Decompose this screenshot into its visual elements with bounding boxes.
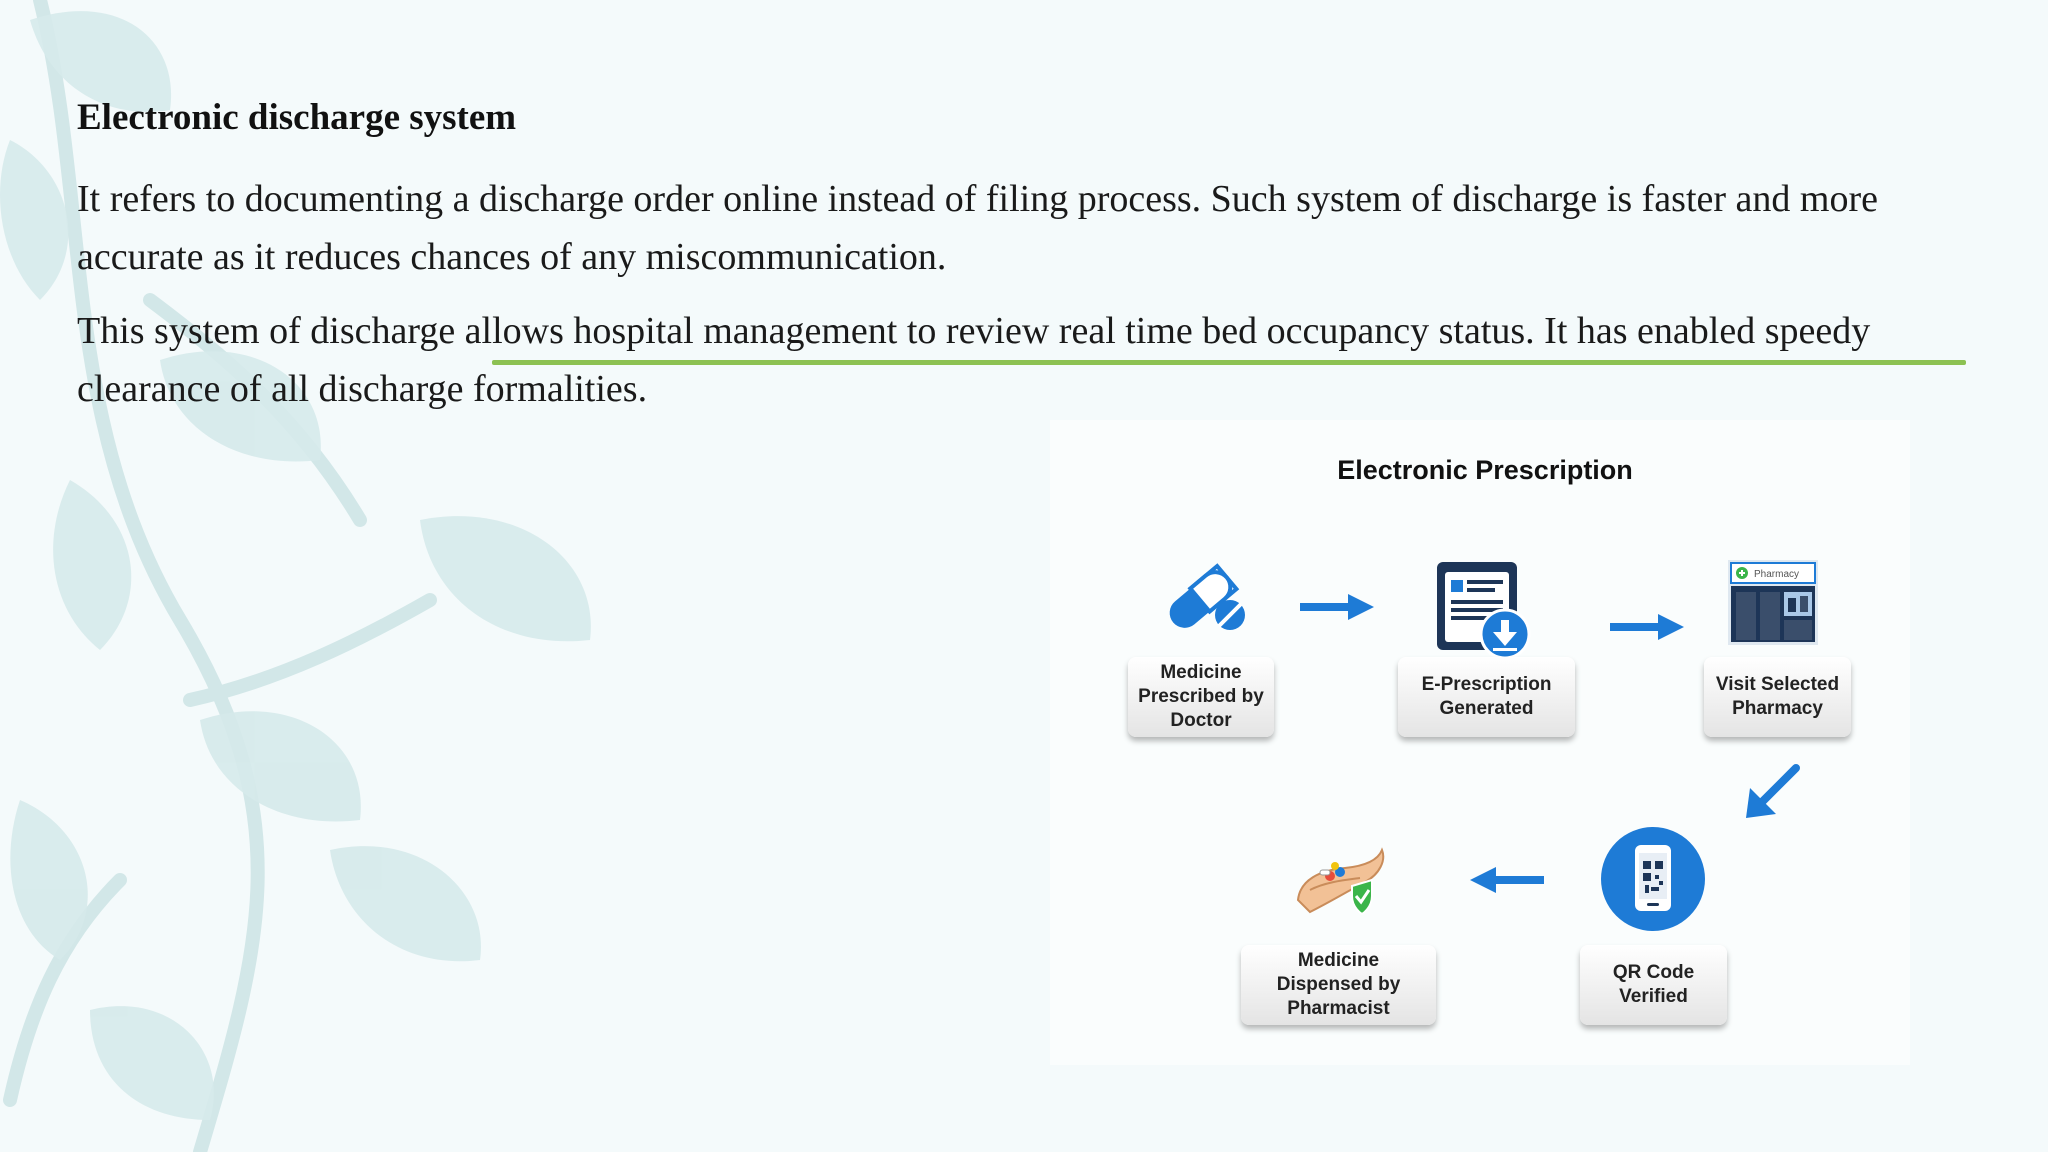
diagram-panel [1050,420,1910,1065]
leaf-background-decoration [0,0,591,1152]
step-medicine-prescribed: Medicine Prescribed by Doctor [1128,657,1274,737]
paragraph-benefits: This system of discharge allows hospital… [77,310,1871,410]
step-qr-code-verified: QR Code Verified [1580,945,1727,1025]
step-e-prescription-generated: E-Prescription Generated [1398,657,1575,737]
arrow-right-icon [1610,614,1684,640]
diagram-title: Electronic Prescription [1337,455,1633,485]
arrow-left-icon [1470,867,1544,893]
pill-icon [1169,563,1245,630]
arrow-down-left-icon [1746,764,1800,818]
green-underline-divider [492,360,1966,365]
pharmacy-storefront-icon: Pharmacy [1728,560,1818,645]
qr-phone-icon [1601,827,1705,931]
step-medicine-dispensed: Medicine Dispensed by Pharmacist [1241,945,1436,1025]
hand-pills-shield-icon [1296,847,1385,916]
pharmacy-sign-text: Pharmacy [1754,569,1799,580]
slide-heading: Electronic discharge system [77,97,517,138]
step-visit-pharmacy: Visit Selected Pharmacy [1704,657,1851,737]
prescription-download-icon [1437,562,1531,660]
arrow-right-icon [1300,594,1374,620]
paragraph-definition: It refers to documenting a discharge ord… [77,178,1878,278]
